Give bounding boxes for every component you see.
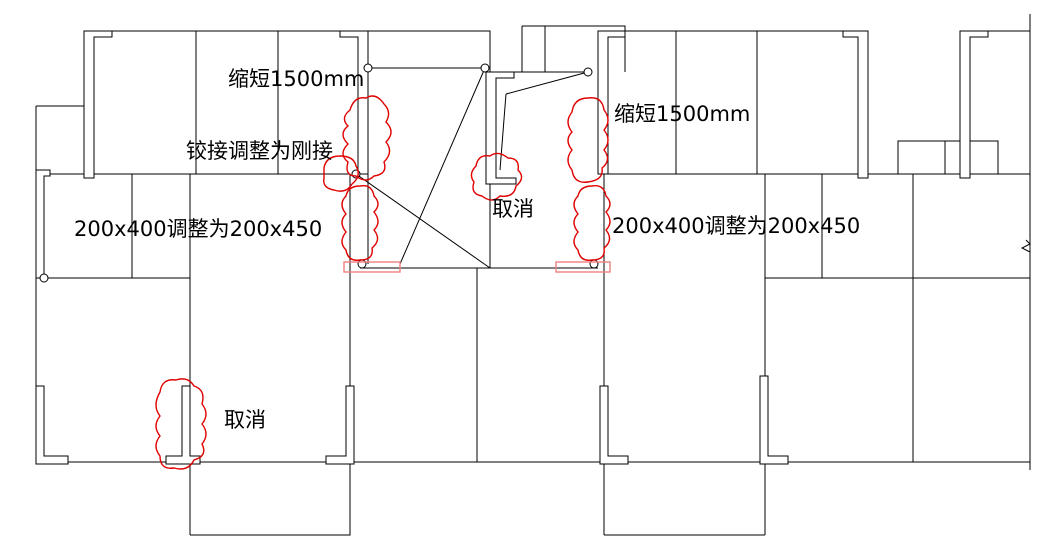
annotation-shorten-left: 缩短1500mm bbox=[228, 67, 364, 91]
revision-cloud-left-lower bbox=[341, 185, 379, 261]
annotation-cancel-top: 取消 bbox=[492, 197, 534, 221]
annotation-hinge-to-rigid: 铰接调整为刚接 bbox=[186, 139, 333, 163]
wall-columns bbox=[35, 30, 989, 465]
annotation-beam-right: 200x400调整为200x450 bbox=[612, 214, 860, 238]
annotation-shorten-right: 缩短1500mm bbox=[614, 102, 750, 126]
revision-cloud-left-upper bbox=[342, 95, 392, 181]
revision-cloud-cancel-bottom bbox=[155, 378, 207, 470]
revision-cloud-cancel-top bbox=[470, 152, 523, 201]
revision-cloud-right-lower bbox=[573, 185, 611, 261]
revision-cloud-right-upper bbox=[567, 97, 609, 183]
annotation-beam-left: 200x400调整为200x450 bbox=[74, 217, 322, 241]
annotation-cancel-bottom: 取消 bbox=[224, 408, 266, 432]
annotations: 缩短1500mm 缩短1500mm 铰接调整为刚接 取消 取消 200x400调… bbox=[74, 67, 860, 432]
highlight-box-left bbox=[343, 261, 401, 273]
revision-clouds bbox=[155, 95, 611, 470]
highlight-box-right bbox=[555, 261, 611, 273]
revision-cloud-hinge bbox=[323, 155, 359, 192]
